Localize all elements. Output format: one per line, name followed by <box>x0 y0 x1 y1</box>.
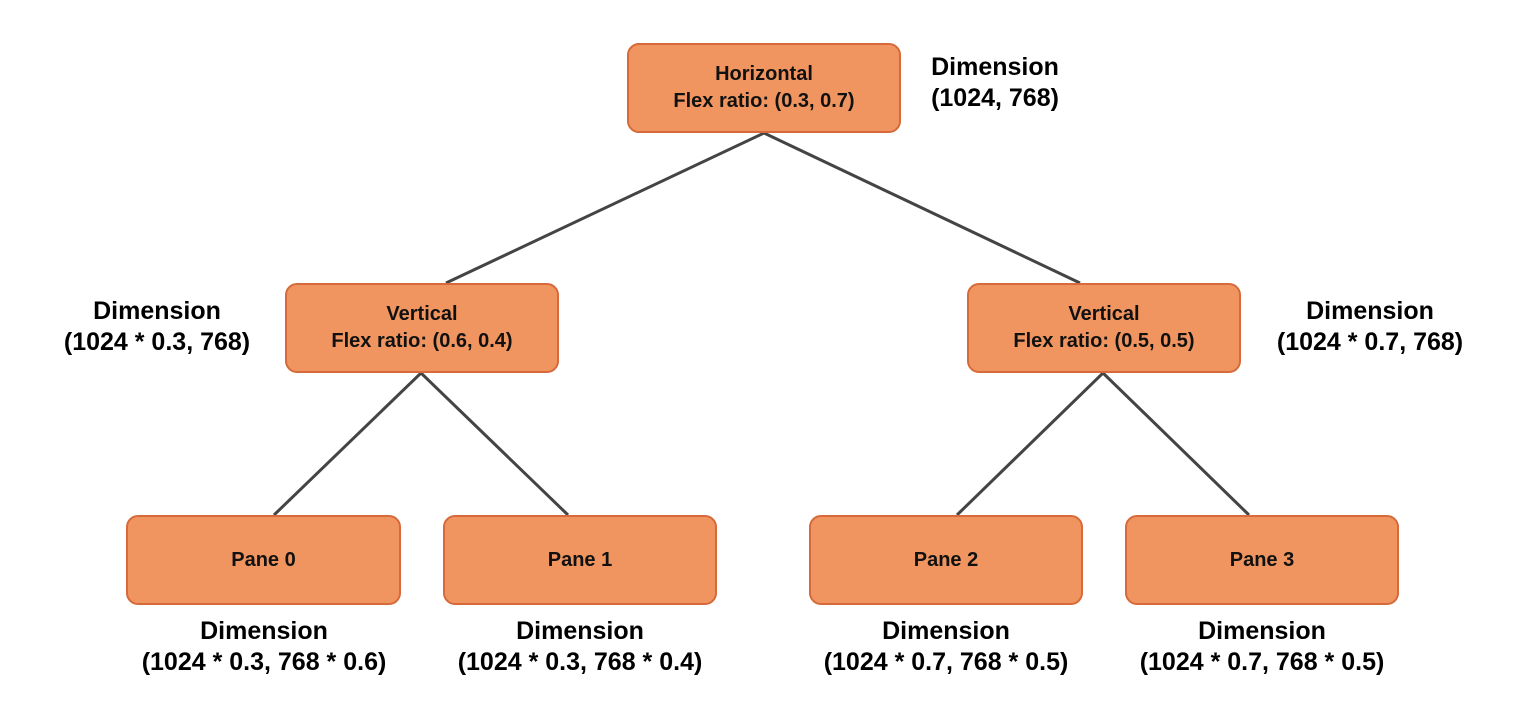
edge-left-pane1 <box>419 371 570 517</box>
node-title: Pane 1 <box>547 548 613 571</box>
dimension-value: (1024 * 0.3, 768 * 0.6) <box>141 648 387 676</box>
dimension-heading: Dimension <box>1198 617 1326 645</box>
node-vertical-left: Vertical Flex ratio: (0.6, 0.4) <box>285 283 559 373</box>
dimension-label-pane-2: Dimension (1024 * 0.7, 768 * 0.5) <box>786 616 1106 678</box>
dimension-heading: Dimension <box>516 617 644 645</box>
node-flex-ratio: Flex ratio: (0.6, 0.4) <box>331 330 513 352</box>
dimension-heading: Dimension <box>1306 297 1434 325</box>
edge-root-left <box>445 131 765 285</box>
dimension-label-root: Dimension (1024, 768) <box>918 52 1072 114</box>
dimension-label-pane-0: Dimension (1024 * 0.3, 768 * 0.6) <box>104 616 424 678</box>
node-title: Pane 3 <box>1229 548 1295 571</box>
node-flex-ratio: Flex ratio: (0.3, 0.7) <box>673 90 855 112</box>
node-title: Pane 0 <box>231 548 296 571</box>
edge-right-pane2 <box>955 371 1105 517</box>
dimension-label-pane-3: Dimension (1024 * 0.7, 768 * 0.5) <box>1102 616 1422 678</box>
dimension-value: (1024 * 0.7, 768 * 0.5) <box>823 648 1069 676</box>
node-vertical-right: Vertical Flex ratio: (0.5, 0.5) <box>967 283 1241 373</box>
dimension-label-left: Dimension (1024 * 0.3, 768) <box>42 296 272 358</box>
node-title: Pane 2 <box>913 548 979 571</box>
dimension-value: (1024 * 0.7, 768) <box>1276 328 1464 356</box>
node-pane-2: Pane 2 <box>809 515 1083 605</box>
dimension-heading: Dimension <box>200 617 328 645</box>
dimension-value: (1024 * 0.3, 768) <box>63 328 251 356</box>
node-pane-3: Pane 3 <box>1125 515 1399 605</box>
node-title: Vertical <box>386 303 458 325</box>
node-title: Vertical <box>1068 303 1140 325</box>
dimension-value: (1024, 768) <box>931 84 1059 112</box>
dimension-value: (1024 * 0.3, 768 * 0.4) <box>457 648 703 676</box>
edge-left-pane0 <box>272 371 423 517</box>
dimension-label-pane-1: Dimension (1024 * 0.3, 768 * 0.4) <box>420 616 740 678</box>
dimension-value: (1024 * 0.7, 768 * 0.5) <box>1139 648 1385 676</box>
dimension-heading: Dimension <box>931 53 1059 81</box>
node-title: Horizontal <box>715 63 813 85</box>
dimension-heading: Dimension <box>882 617 1010 645</box>
node-flex-ratio: Flex ratio: (0.5, 0.5) <box>1013 330 1195 352</box>
edge-right-pane3 <box>1101 371 1251 517</box>
node-horizontal-root: Horizontal Flex ratio: (0.3, 0.7) <box>627 43 901 133</box>
edge-root-right <box>763 131 1081 285</box>
dimension-heading: Dimension <box>93 297 221 325</box>
node-pane-0: Pane 0 <box>126 515 401 605</box>
node-pane-1: Pane 1 <box>443 515 717 605</box>
dimension-label-right: Dimension (1024 * 0.7, 768) <box>1255 296 1485 358</box>
